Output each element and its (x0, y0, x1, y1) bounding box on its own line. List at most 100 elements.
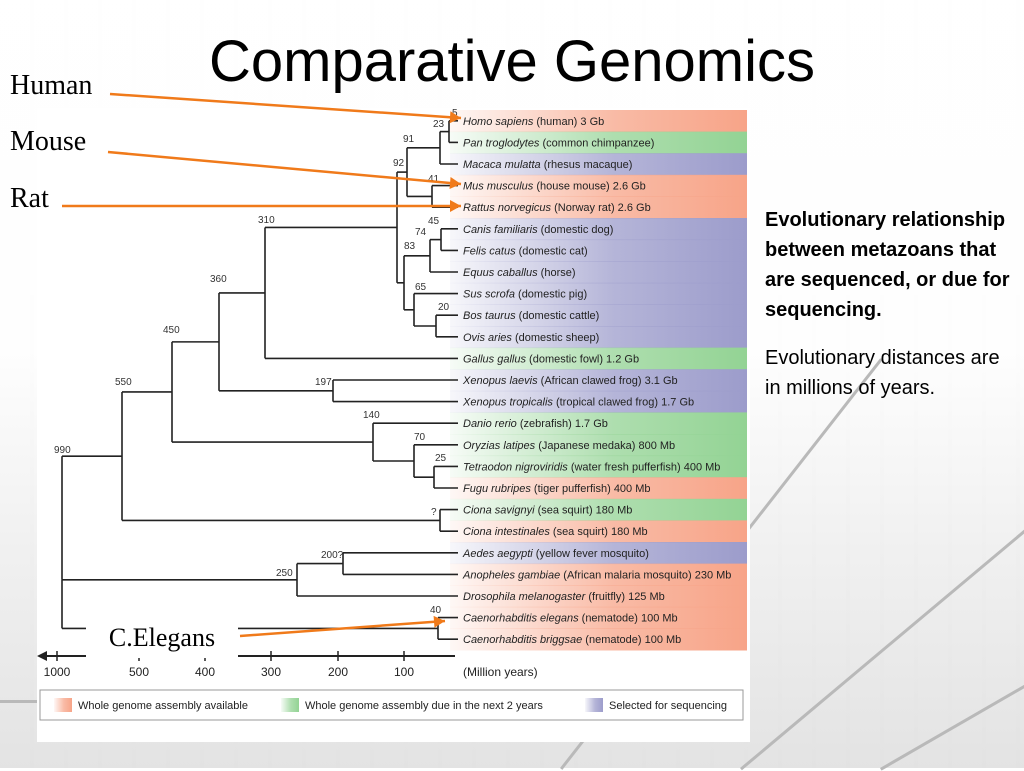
species-label: Pan troglodytes (common chimpanzee) (463, 137, 654, 149)
background-rail (0, 700, 40, 703)
node-label: ? (431, 507, 437, 518)
node-label: 197 (315, 377, 332, 388)
species-common-name: (nematode) 100 Mb (582, 634, 681, 646)
species-bands (450, 110, 747, 651)
species-latin-name: Fugu rubripes (463, 483, 531, 495)
species-common-name: (human) 3 Gb (533, 116, 604, 128)
species-band (450, 153, 747, 176)
species-label: Sus scrofa (domestic pig) (463, 289, 587, 301)
species-label: Bos taurus (domestic cattle) (463, 310, 599, 322)
species-label: Drosophila melanogaster (fruitfly) 125 M… (463, 591, 665, 603)
species-band (450, 131, 747, 154)
axis-tick-label: 1000 (44, 665, 71, 679)
species-latin-name: Oryzias latipes (463, 440, 536, 452)
axis-unit-label: (Million years) (463, 665, 538, 679)
species-label: Fugu rubripes (tiger pufferfish) 400 Mb (463, 483, 651, 495)
species-label: Xenopus laevis (African clawed frog) 3.1… (462, 375, 678, 387)
species-latin-name: Tetraodon nigroviridis (463, 461, 568, 473)
species-label: Caenorhabditis elegans (nematode) 100 Mb (463, 613, 678, 625)
species-band (450, 218, 747, 241)
species-common-name: (yellow fever mosquito) (533, 548, 649, 560)
species-common-name: (domestic fowl) 1.2 Gb (526, 353, 639, 365)
species-label: Gallus gallus (domestic fowl) 1.2 Gb (463, 353, 639, 365)
note-heading: Evolutionary relationship between metazo… (765, 209, 1010, 321)
species-common-name: (Norway rat) 2.6 Gb (551, 202, 651, 214)
species-label: Canis familiaris (domestic dog) (463, 224, 613, 236)
species-band (450, 563, 747, 586)
species-common-name: (African malaria mosquito) 230 Mb (560, 569, 731, 581)
axis-tick-label: 100 (394, 665, 414, 679)
axis-tick-label: 400 (195, 665, 215, 679)
axis-tick-label: 500 (129, 665, 149, 679)
species-label: Danio rerio (zebrafish) 1.7 Gb (463, 418, 608, 430)
node-label: 41 (428, 174, 440, 185)
species-common-name: (zebrafish) 1.7 Gb (517, 418, 608, 430)
species-common-name: (sea squirt) 180 Mb (535, 505, 633, 517)
node-label: 74 (415, 227, 427, 238)
pointer-arrowhead (449, 177, 461, 189)
species-latin-name: Xenopus laevis (462, 375, 538, 387)
node-label: 550 (115, 377, 132, 388)
species-common-name: (fruitfly) 125 Mb (585, 591, 664, 603)
celegans-label: C.Elegans (86, 618, 238, 658)
species-band (450, 542, 747, 565)
species-label: Felis catus (domestic cat) (463, 245, 588, 257)
node-label: 83 (404, 241, 416, 252)
node-labels: 52391924145748365203103604501971407025?5… (54, 108, 458, 616)
species-latin-name: Equus caballus (463, 267, 538, 279)
species-band (450, 606, 747, 629)
node-label: 200? (321, 550, 344, 561)
species-latin-name: Caenorhabditis briggsae (463, 634, 582, 646)
species-common-name: (rhesus macaque) (541, 159, 633, 171)
human-label: Human (10, 70, 93, 101)
legend-box (39, 689, 744, 721)
species-band (450, 304, 747, 327)
species-common-name: (domestic dog) (538, 224, 614, 236)
node-label: 23 (433, 119, 445, 130)
species-label: Ovis aries (domestic sheep) (463, 332, 599, 344)
species-band (450, 174, 747, 197)
species-latin-name: Anopheles gambiae (462, 569, 560, 581)
species-label: Caenorhabditis briggsae (nematode) 100 M… (463, 634, 681, 646)
species-latin-name: Ovis aries (463, 332, 512, 344)
mouse-label: Mouse (10, 126, 87, 157)
species-names: Homo sapiens (human) 3 Gb Pan troglodytes… (462, 116, 731, 646)
slide-title: Comparative Genomics (209, 29, 815, 94)
note-distances: Evolutionary distances are in millions o… (765, 347, 1000, 399)
species-latin-name: Xenopus tropicalis (462, 397, 553, 409)
species-label: Anopheles gambiae (African malaria mosqu… (462, 569, 731, 581)
legend-label: Whole genome assembly available (78, 700, 248, 712)
species-common-name: (sea squirt) 180 Mb (550, 526, 648, 538)
species-band (450, 282, 747, 305)
pointer-arrowhead (433, 615, 445, 628)
slide-notes: Evolutionary relationship between metazo… (765, 205, 1015, 421)
species-band (450, 477, 747, 500)
species-latin-name: Aedes aegypti (462, 548, 533, 560)
species-label: Oryzias latipes (Japanese medaka) 800 Mb (463, 440, 675, 452)
pointer-arrow-line (109, 92, 462, 120)
species-latin-name: Mus musculus (463, 181, 534, 193)
species-band (450, 110, 747, 133)
species-label: Xenopus tropicalis (tropical clawed frog… (462, 397, 694, 409)
pointer-arrowhead (449, 111, 461, 124)
node-label: 990 (54, 445, 71, 456)
species-band (450, 196, 747, 219)
pointer-arrow-line (239, 619, 446, 638)
species-latin-name: Gallus gallus (463, 353, 526, 365)
species-common-name: (domestic pig) (515, 289, 587, 301)
node-label: 70 (414, 432, 426, 443)
pointer-arrowhead (450, 200, 461, 212)
species-common-name: (tropical clawed frog) 1.7 Gb (553, 397, 694, 409)
axis-arrowhead (37, 651, 47, 661)
pointer-arrows (62, 92, 462, 638)
species-label: Mus musculus (house mouse) 2.6 Gb (463, 181, 646, 193)
species-latin-name: Homo sapiens (463, 116, 534, 128)
species-common-name: (domestic cattle) (516, 310, 600, 322)
node-label: 250 (276, 568, 293, 579)
species-common-name: (horse) (538, 267, 576, 279)
species-common-name: (tiger pufferfish) 400 Mb (531, 483, 651, 495)
species-band (450, 390, 747, 413)
species-label: Tetraodon nigroviridis (water fresh puff… (463, 461, 720, 473)
species-band (450, 434, 747, 457)
